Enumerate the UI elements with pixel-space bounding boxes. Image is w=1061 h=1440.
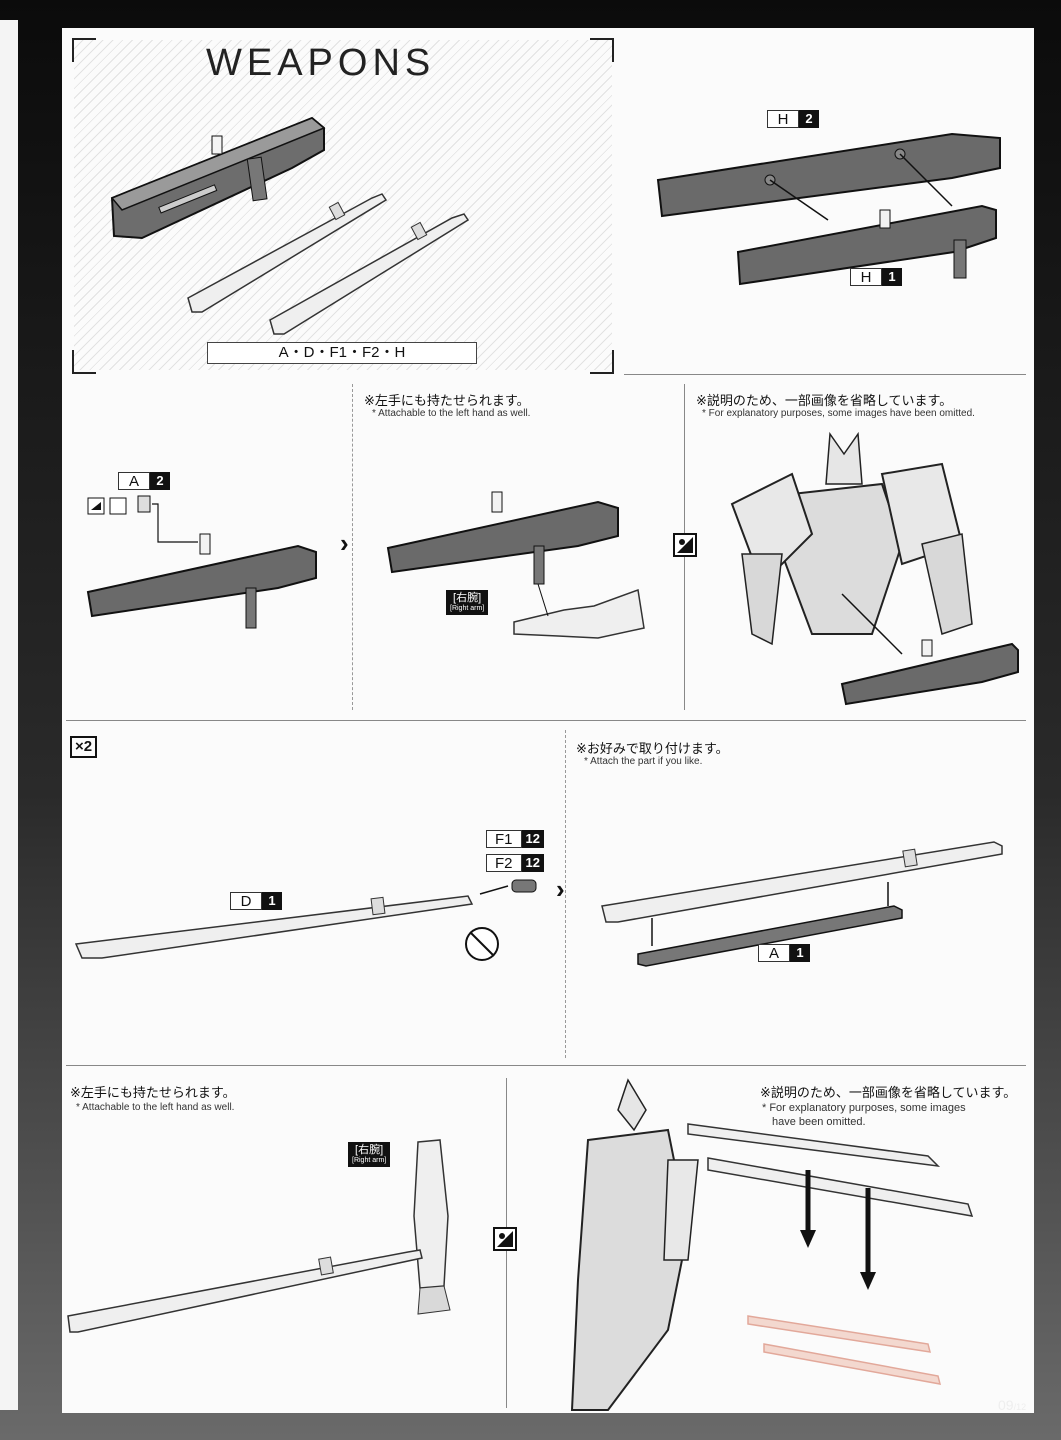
step-note-jp: ※左手にも持たせられます。 [364,393,530,408]
h-assembly-illustration [656,132,1001,286]
part-tag-a1: A 1 [758,944,810,962]
row-divider [66,1065,1026,1066]
step-note-en: * Attachable to the left hand as well. [76,1102,235,1113]
step-divider [352,384,353,710]
step-note-jp: ※お好みで取り付けます。 [576,741,729,756]
step-note-en: * Attachable to the left hand as well. [372,408,531,419]
row-divider [624,374,1026,375]
part-tag-h2: H 2 [767,110,819,128]
step-divider [565,730,566,1058]
page-number: 09/12 [998,1397,1027,1413]
robot-back-illustration [730,431,1019,706]
direction-chevron-icon: › [556,874,565,904]
frame-corner [590,350,614,374]
reference-icon [673,533,697,557]
parts-list: A・D・F1・F2・H [207,342,477,364]
overview-illustration [110,116,470,335]
arm-label: [右腕] [Right arm] [348,1142,391,1167]
frame-corner [72,350,96,374]
row-divider [66,720,1026,721]
frame-corner [72,38,96,62]
step-note-jp: ※左手にも持たせられます。 [70,1085,236,1100]
robot-side-illustration [570,1078,974,1411]
part-tag-f2: F2 12 [486,854,544,872]
a2-step-illustration [86,495,317,629]
hold-rifle-illustration [386,491,645,639]
step-note-en: have been omitted. [772,1116,866,1128]
part-tag-a2: A 2 [118,472,170,490]
step-note-en: * For explanatory purposes, some images … [702,408,975,419]
part-tag-h1: H 1 [850,268,902,286]
step-note-jp: ※説明のため、一部画像を省略しています。 [696,393,953,408]
nipper-icon [91,502,101,510]
reference-icon [493,1227,517,1251]
sword-attach-illustration [601,841,1003,967]
instruction-page: WEAPONS A・D・F1・F2・H H 2 H 1 A [62,28,1034,1413]
multiplier-badge: ×2 [70,736,98,758]
section-title: WEAPONS [206,42,436,84]
sword-assembly-illustration [74,879,537,961]
direction-chevron-icon: › [340,528,349,558]
step-note-en: * For explanatory purposes, some images [762,1102,966,1114]
frame-corner [590,38,614,62]
step-note-en: * Attach the part if you like. [584,756,703,767]
step-note-jp: ※説明のため、一部画像を省略しています。 [760,1085,1017,1100]
arm-label: [右腕] [Right arm] [446,590,489,615]
part-tag-f1: F1 12 [486,830,544,848]
previous-page-edge [0,20,18,1410]
part-tag-d1: D 1 [230,892,282,910]
hold-sword-illustration [67,1139,451,1333]
